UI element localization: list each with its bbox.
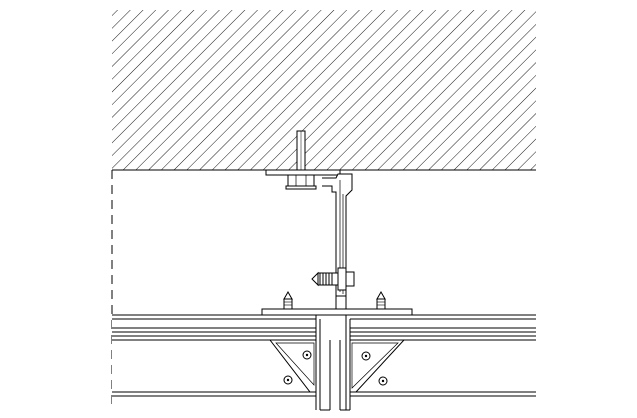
hex-nut (285, 174, 317, 190)
concrete-slab (112, 10, 536, 171)
ceiling-panel-left (112, 314, 331, 410)
bracket-bolt (311, 267, 355, 291)
carrier-plate (261, 308, 413, 316)
ceiling-panel-right (339, 314, 536, 410)
anchor-bolt (296, 130, 306, 173)
base-plate (265, 169, 341, 176)
bracket-stem (335, 295, 347, 311)
